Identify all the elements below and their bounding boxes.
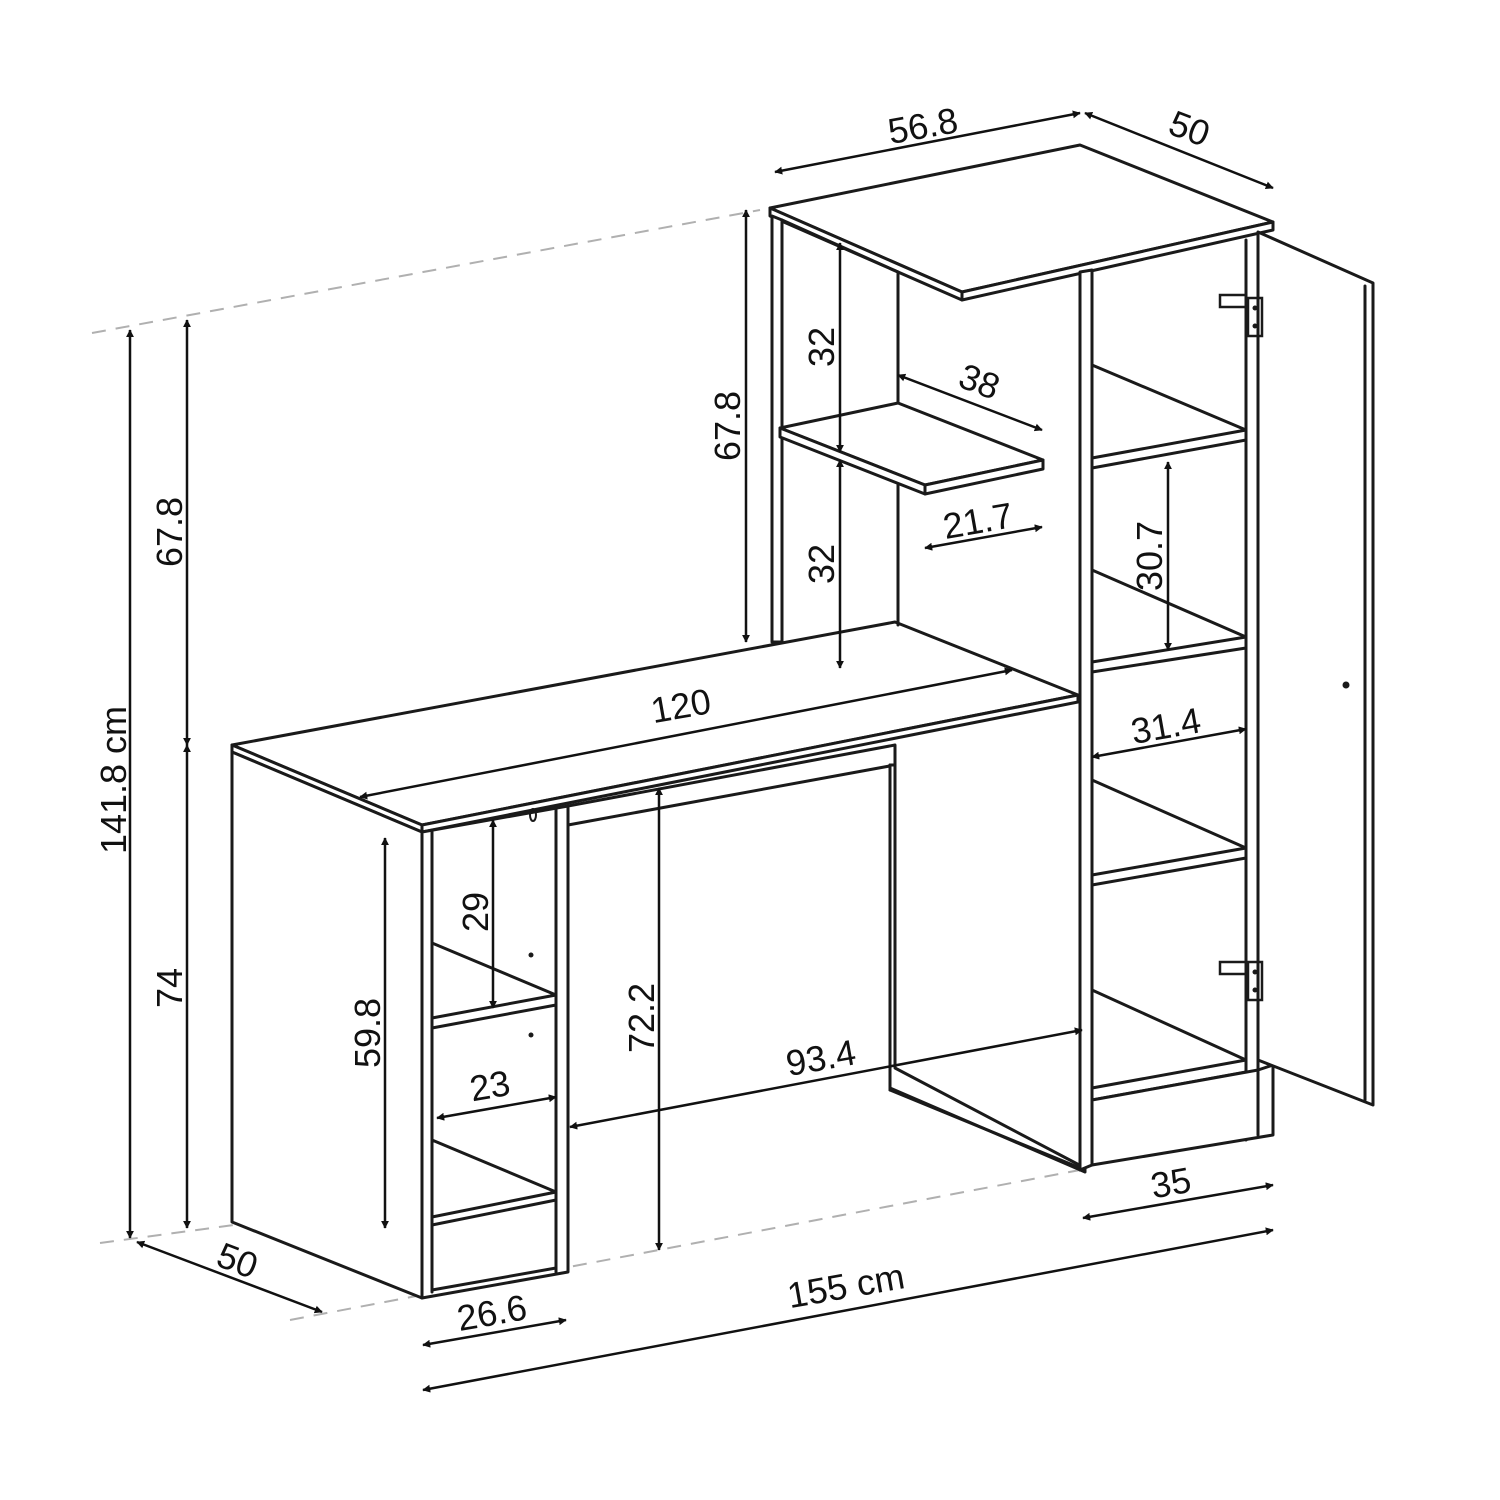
- dimension-lines: [126, 110, 1274, 1393]
- label-knee-width: 93.4: [783, 1031, 859, 1084]
- label-open-shelf-lower: 32: [801, 544, 842, 584]
- label-left-unit-height: 59.8: [347, 998, 388, 1068]
- label-cabinet-depth: 35: [1148, 1159, 1195, 1206]
- hinge-icon: [1218, 960, 1264, 1002]
- cabinet: [1078, 230, 1375, 1172]
- label-left-unit-width: 26.6: [454, 1286, 530, 1339]
- label-upper-height-tower: 67.8: [707, 391, 748, 461]
- label-cabinet-inner-width: 31.4: [1128, 699, 1204, 752]
- open-shelf-tower: [768, 143, 1275, 644]
- label-base-depth: 50: [211, 1234, 263, 1287]
- label-open-shelf-upper: 32: [801, 327, 842, 367]
- label-left-compartment-width: 23: [467, 1062, 514, 1109]
- label-cabinet-compartment-height: 30.7: [1129, 521, 1170, 591]
- label-left-compartment-height: 29: [455, 892, 496, 932]
- label-shelf-depth: 21.7: [940, 494, 1016, 547]
- label-desk-height: 74: [149, 968, 190, 1008]
- label-total-height: 141.8 cm: [93, 706, 134, 854]
- label-top-width: 56.8: [885, 99, 961, 152]
- label-knee-height: 72.2: [621, 983, 662, 1053]
- label-upper-height-left: 67.8: [149, 497, 190, 567]
- label-total-width: 155 cm: [784, 1255, 907, 1316]
- hinge-icon: [1218, 293, 1264, 338]
